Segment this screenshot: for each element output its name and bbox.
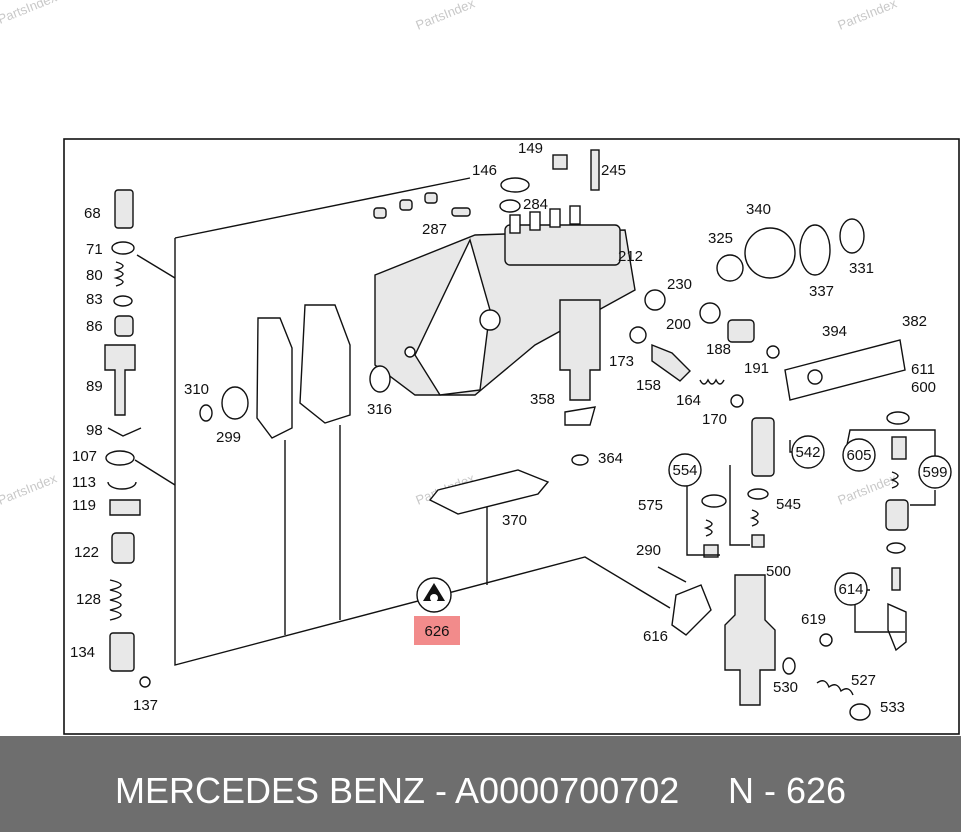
part-number-331: 331 — [849, 260, 874, 277]
highlight-label: 626 — [424, 623, 449, 640]
part-number-98: 98 — [86, 422, 103, 439]
part-number-245: 245 — [601, 162, 626, 179]
part-number-527: 527 — [851, 672, 876, 689]
part-number-170: 170 — [702, 411, 727, 428]
part-number-158: 158 — [636, 377, 661, 394]
part-number-611: 611 — [911, 361, 935, 378]
part-number-337: 337 — [809, 283, 834, 300]
part-number-284: 284 — [523, 196, 548, 213]
part-number-89: 89 — [86, 378, 103, 395]
part-number-113: 113 — [72, 474, 96, 491]
injection-pump-body — [374, 205, 636, 401]
part-number-188: 188 — [706, 341, 731, 358]
callout-label: 599 — [922, 464, 947, 481]
part-number-575: 575 — [638, 497, 663, 514]
part-number-364: 364 — [598, 450, 623, 467]
part-number-134: 134 — [70, 644, 95, 661]
callout-label: 542 — [795, 444, 820, 461]
brand-part-number: MERCEDES BENZ - A0000700702 — [115, 770, 680, 811]
part-number-191: 191 — [744, 360, 769, 377]
callout-label: 605 — [846, 447, 871, 464]
part-number-173: 173 — [609, 353, 634, 370]
part-number-316: 316 — [367, 401, 392, 418]
part-number-230: 230 — [667, 276, 692, 293]
part-number-500: 500 — [766, 563, 791, 580]
base-plane-top — [174, 177, 471, 239]
part-number-290: 290 — [636, 542, 661, 559]
part-number-212: 212 — [618, 248, 643, 265]
part-626-highlighted[interactable]: 626 — [414, 577, 460, 645]
callout-605[interactable]: 605 — [842, 438, 876, 472]
part-number-119: 119 — [72, 497, 96, 514]
part-number-600: 600 — [911, 379, 936, 396]
part-number-149: 149 — [518, 140, 543, 157]
part-number-164: 164 — [676, 392, 701, 409]
gasket-370 — [428, 469, 550, 515]
footer-bar: MERCEDES BENZ - A0000700702 N - 626 — [0, 736, 961, 832]
part-number-299: 299 — [216, 429, 241, 446]
callout-542[interactable]: 542 — [791, 435, 825, 469]
injector-stack-left — [104, 189, 151, 688]
part-number-labels: 68 71 80 83 86 89 98 107 113 119 122 128 134 137 149 24… — [70, 140, 936, 716]
gasket-right — [299, 304, 351, 424]
part-number-68: 68 — [84, 205, 101, 222]
part-number-616: 616 — [643, 628, 668, 645]
part-number-394: 394 — [822, 323, 847, 340]
part-number-530: 530 — [773, 679, 798, 696]
callout-label: 554 — [672, 462, 697, 479]
part-number-83: 83 — [86, 291, 103, 308]
part-number-370: 370 — [502, 512, 527, 529]
highlight-box — [414, 616, 460, 645]
part-number-122: 122 — [74, 544, 99, 561]
watermark: PartsIndex — [0, 0, 59, 27]
part-number-619: 619 — [801, 611, 826, 628]
part-number-71: 71 — [86, 241, 103, 258]
part-number-358: 358 — [530, 391, 555, 408]
small-parts-middle — [199, 149, 600, 466]
part-number-86: 86 — [86, 318, 103, 335]
gasket-left — [256, 317, 293, 439]
part-number-533: 533 — [880, 699, 905, 716]
part-number-287: 287 — [422, 221, 447, 238]
diagram-frame — [63, 138, 960, 735]
base-plane-outline — [174, 238, 671, 666]
part-number-382: 382 — [902, 313, 927, 330]
part-number-545: 545 — [776, 496, 801, 513]
exploded-parts-diagram: PartsIndex PartsIndex PartsIndex PartsIn… — [0, 0, 960, 735]
small-parts-right — [629, 218, 910, 721]
part-number-80: 80 — [86, 267, 103, 284]
part-number-310: 310 — [184, 381, 209, 398]
part-number-107: 107 — [72, 448, 97, 465]
part-number-137: 137 — [133, 697, 158, 714]
callout-label: 614 — [838, 581, 863, 598]
part-number-340: 340 — [746, 201, 771, 218]
watermark: PartsIndex — [836, 0, 900, 33]
callout-599[interactable]: 599 — [918, 455, 952, 489]
part-number-325: 325 — [708, 230, 733, 247]
callout-554[interactable]: 554 — [668, 453, 702, 487]
part-number-128: 128 — [76, 591, 101, 608]
position-number: N - 626 — [728, 770, 847, 811]
callout-614[interactable]: 614 — [834, 572, 868, 606]
watermark: PartsIndex — [414, 0, 478, 33]
watermark: PartsIndex — [0, 470, 59, 507]
part-number-146: 146 — [472, 162, 497, 179]
part-number-200: 200 — [666, 316, 691, 333]
